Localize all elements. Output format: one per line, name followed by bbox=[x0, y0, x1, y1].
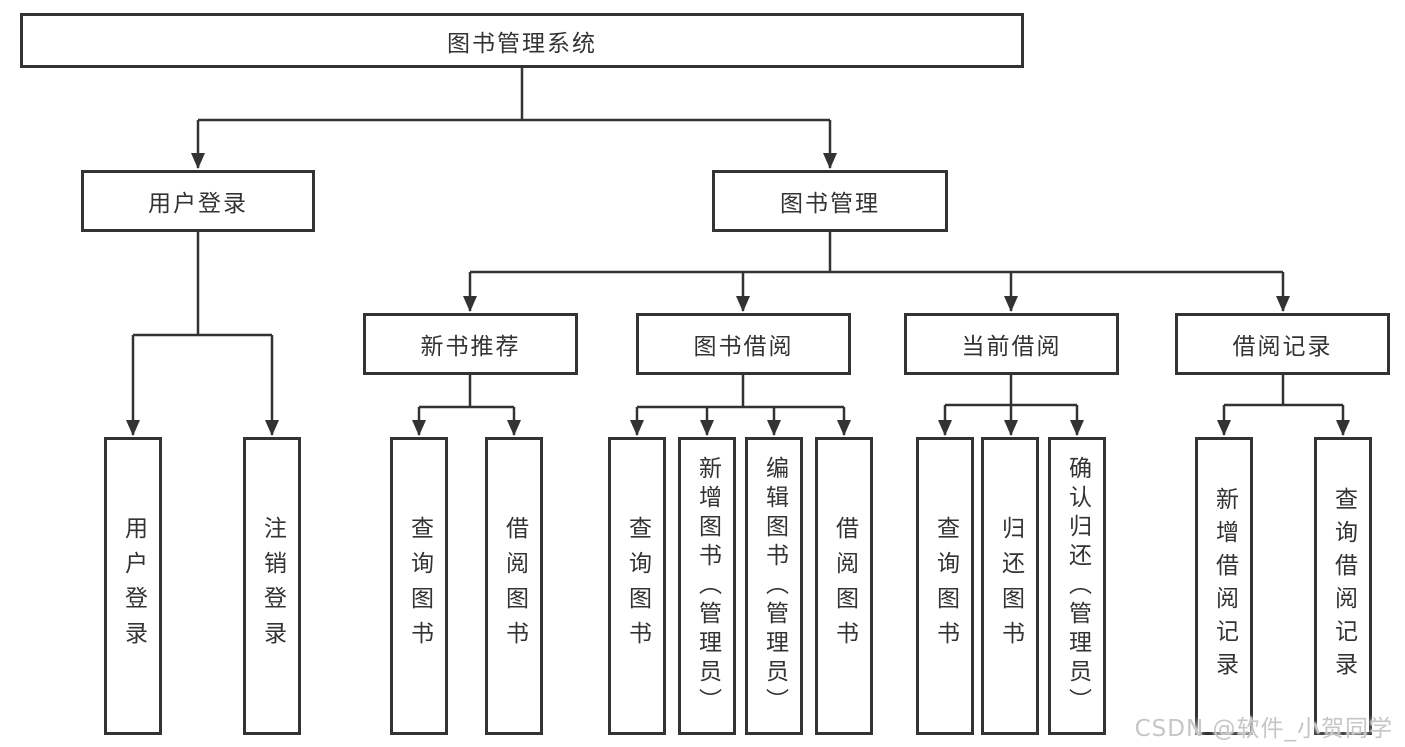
leaf-edit-book-admin: 编辑图书（管理员） bbox=[745, 437, 803, 735]
leaf-search-borrow-record-label: 查询借阅记录 bbox=[1330, 487, 1357, 685]
leaf-add-book-admin: 新增图书（管理员） bbox=[678, 437, 736, 735]
node-user-login-label: 用户登录 bbox=[148, 191, 248, 217]
leaf-user-login-label: 用户登录 bbox=[120, 516, 147, 656]
leaf-logout: 注销登录 bbox=[243, 437, 301, 735]
node-new-book-recommend-label: 新书推荐 bbox=[420, 334, 521, 360]
leaf-search-books-current: 查询图书 bbox=[916, 437, 974, 735]
leaf-borrow-books-recommend-label: 借阅图书 bbox=[501, 516, 528, 656]
leaf-search-books-borrow: 查询图书 bbox=[608, 437, 666, 735]
node-new-book-recommend: 新书推荐 bbox=[363, 313, 578, 375]
node-root: 图书管理系统 bbox=[20, 13, 1024, 68]
leaf-user-login: 用户登录 bbox=[104, 437, 162, 735]
connector-book-borrow bbox=[630, 375, 851, 436]
leaf-confirm-return-admin-label: 确认归还（管理员） bbox=[1064, 455, 1091, 717]
leaf-confirm-return-admin: 确认归还（管理员） bbox=[1048, 437, 1106, 735]
connector-book-mgmt bbox=[463, 232, 1290, 312]
leaf-search-books-current-label: 查询图书 bbox=[932, 516, 959, 656]
leaf-search-books-recommend-label: 查询图书 bbox=[406, 516, 433, 656]
leaf-edit-book-admin-label: 编辑图书（管理员） bbox=[761, 455, 788, 717]
leaf-add-borrow-record-label: 新增借阅记录 bbox=[1211, 487, 1238, 685]
connector-root bbox=[191, 68, 837, 169]
node-current-borrow: 当前借阅 bbox=[904, 313, 1119, 375]
node-book-management: 图书管理 bbox=[712, 170, 948, 232]
node-borrow-records-label: 借阅记录 bbox=[1232, 334, 1333, 360]
node-book-management-label: 图书管理 bbox=[780, 191, 880, 217]
node-borrow-records: 借阅记录 bbox=[1175, 313, 1390, 375]
leaf-return-book-label: 归还图书 bbox=[997, 516, 1024, 656]
connector-user-login bbox=[126, 232, 279, 436]
leaf-add-book-admin-label: 新增图书（管理员） bbox=[694, 455, 721, 717]
connector-borrow-records bbox=[1217, 375, 1350, 436]
node-book-borrow: 图书借阅 bbox=[636, 313, 851, 375]
leaf-borrow-books-recommend: 借阅图书 bbox=[485, 437, 543, 735]
node-user-login: 用户登录 bbox=[81, 170, 315, 232]
node-current-borrow-label: 当前借阅 bbox=[961, 334, 1062, 360]
leaf-borrow-books-label: 借阅图书 bbox=[831, 516, 858, 656]
connector-new-books bbox=[412, 375, 521, 436]
leaf-return-book: 归还图书 bbox=[981, 437, 1039, 735]
leaf-logout-label: 注销登录 bbox=[259, 516, 286, 656]
leaf-search-borrow-record: 查询借阅记录 bbox=[1314, 437, 1372, 735]
connector-current-borrow bbox=[938, 375, 1084, 436]
leaf-search-books-recommend: 查询图书 bbox=[390, 437, 448, 735]
node-root-label: 图书管理系统 bbox=[447, 30, 597, 57]
leaf-add-borrow-record: 新增借阅记录 bbox=[1195, 437, 1253, 735]
leaf-search-books-borrow-label: 查询图书 bbox=[624, 516, 651, 656]
csdn-watermark: CSDN @软件_小贺同学 bbox=[1134, 716, 1393, 742]
leaf-borrow-books: 借阅图书 bbox=[815, 437, 873, 735]
node-book-borrow-label: 图书借阅 bbox=[693, 334, 794, 360]
